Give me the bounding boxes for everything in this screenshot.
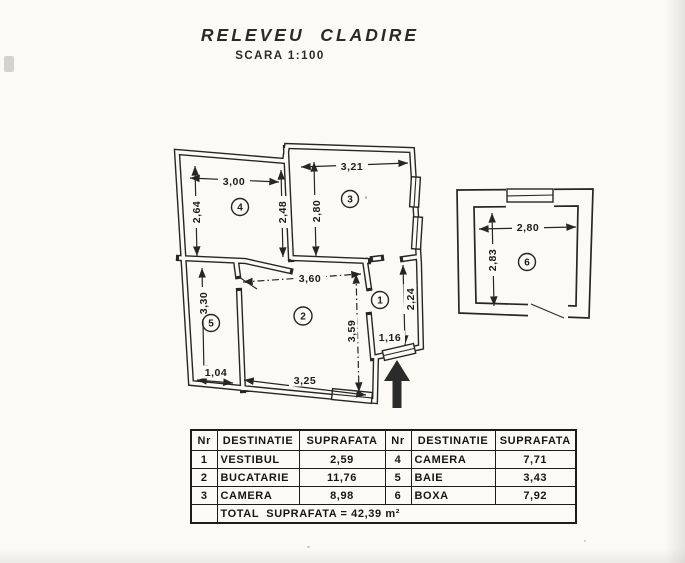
entry-door [381, 342, 417, 362]
header-nr-left: Nr [190, 429, 218, 451]
annex-building-walls [456, 184, 594, 320]
dim-label-room5-height: 3,30 [196, 287, 210, 319]
dim-label-room2-height: 3,59 [344, 315, 358, 347]
svg-text:2,83: 2,83 [487, 249, 499, 271]
svg-text:3,30: 3,30 [198, 292, 210, 314]
door-leaf-room5 [238, 276, 258, 290]
dim-label-room3-width: 3,21 [336, 159, 368, 173]
scan-speck [365, 196, 367, 199]
svg-text:3,25: 3,25 [294, 375, 316, 387]
svg-text:2,64: 2,64 [191, 201, 203, 223]
window-room6-top [506, 188, 554, 203]
row2-sup-right: 3,43 [494, 468, 577, 487]
dim-line-room5-width [196, 377, 234, 386]
page-title: RELEVEU CLADIRE [200, 25, 420, 45]
row2-nr-left: 2 [190, 468, 218, 487]
row3-dest-left: CAMERA [216, 486, 300, 505]
svg-text:3,00: 3,00 [223, 176, 245, 188]
dim-label-room2-width-bottom: 3,25 [289, 373, 321, 387]
svg-text:3,59: 3,59 [346, 320, 358, 342]
door-leaf-room6 [530, 303, 565, 319]
scan-speck [307, 546, 310, 548]
room-number-1: 1 [370, 290, 390, 310]
row2-dest-right: BAIE [410, 468, 496, 487]
room-number-4: 4 [230, 197, 250, 217]
row3-dest-right: BOXA [410, 486, 496, 505]
table-row: 3 CAMERA 8,98 6 BOXA 7,92 [190, 486, 577, 505]
row1-sup-left: 2,59 [298, 450, 386, 469]
row2-dest-left: BUCATARIE [216, 468, 300, 487]
scale-label: SCARA 1:100 [235, 50, 325, 62]
dim-label-room5-width: 1,04 [200, 365, 232, 379]
dim-label-room6-width: 2,80 [512, 220, 544, 234]
svg-text:1,04: 1,04 [205, 367, 227, 379]
scan-edge-shadow-bottom [0, 549, 685, 563]
dimension-labels: 3,00 3,21 1,04 3,60 3,25 1,16 [189, 159, 544, 387]
dim-line-room2-width-bottom [243, 377, 367, 398]
svg-text:5: 5 [208, 319, 214, 330]
room-number-5: 5 [201, 313, 221, 333]
table-row: 2 BUCATARIE 11,76 5 BAIE 3,43 [190, 468, 577, 487]
north-arrow-icon [384, 360, 410, 408]
room-areas-table: Nr DESTINATIE SUPRAFATA Nr DESTINATIE SU… [190, 429, 577, 524]
row1-nr-right: 4 [384, 450, 412, 469]
svg-text:2,80: 2,80 [311, 200, 323, 222]
window-room3-upper [408, 176, 422, 208]
table-header-row: Nr DESTINATIE SUPRAFATA Nr DESTINATIE SU… [190, 429, 577, 451]
dim-label-room3-height: 2,80 [309, 195, 323, 227]
header-suprafata-right: SUPRAFATA [494, 429, 577, 451]
svg-text:3: 3 [347, 195, 353, 206]
room-number-2: 2 [293, 306, 313, 326]
room-numbers: 4 3 5 2 1 6 [201, 189, 537, 333]
header-suprafata-left: SUPRAFATA [298, 429, 386, 451]
row1-nr-left: 1 [190, 450, 218, 469]
row3-sup-right: 7,92 [494, 486, 577, 505]
svg-text:3,21: 3,21 [341, 161, 363, 173]
header-destinatie-left: DESTINATIE [216, 429, 300, 451]
table-total-row: TOTAL SUPRAFATA = 42,39 m² [190, 504, 577, 524]
dim-label-room1-height: 2,24 [403, 284, 417, 314]
dim-label-room4-width: 3,00 [218, 174, 250, 188]
row2-sup-left: 11,76 [298, 468, 386, 487]
svg-text:1,16: 1,16 [379, 332, 401, 344]
svg-text:1: 1 [377, 296, 383, 307]
dim-label-room4-height-right: 2,48 [275, 196, 289, 228]
row2-nr-right: 5 [384, 468, 412, 487]
svg-text:2: 2 [300, 312, 306, 323]
room-number-3: 3 [340, 189, 360, 209]
window-room3-lower [410, 216, 424, 250]
svg-text:3,60: 3,60 [299, 273, 321, 285]
row3-nr-left: 3 [190, 486, 218, 505]
row1-dest-left: VESTIBUL [216, 450, 300, 469]
dim-label-room6-height: 2,83 [485, 244, 499, 276]
scan-edge-shadow-right [665, 0, 685, 563]
svg-text:4: 4 [237, 203, 243, 214]
dim-label-room1-width: 1,16 [375, 330, 405, 344]
header-destinatie-right: DESTINATIE [410, 429, 496, 451]
row1-dest-right: CAMERA [410, 450, 496, 469]
total-suprafata: TOTAL SUPRAFATA = 42,39 m² [216, 504, 577, 524]
window-room2-bottom [330, 387, 374, 405]
svg-text:2,48: 2,48 [277, 201, 289, 223]
table-row: 1 VESTIBUL 2,59 4 CAMERA 7,71 [190, 450, 577, 469]
annex-door-opening [528, 299, 568, 320]
svg-text:2,80: 2,80 [517, 222, 539, 234]
svg-text:2,24: 2,24 [405, 288, 417, 310]
row3-sup-left: 8,98 [298, 486, 386, 505]
row3-nr-right: 6 [384, 486, 412, 505]
svg-text:6: 6 [524, 258, 530, 269]
dim-label-room4-height-left: 2,64 [189, 196, 203, 228]
total-row-empty-cell [190, 504, 218, 524]
dim-label-room2-width-top: 3,60 [294, 271, 326, 285]
row1-sup-right: 7,71 [494, 450, 577, 469]
scan-smudge [4, 56, 14, 72]
room-number-6: 6 [517, 252, 537, 272]
header-nr-right: Nr [384, 429, 412, 451]
scan-speck [584, 540, 586, 542]
